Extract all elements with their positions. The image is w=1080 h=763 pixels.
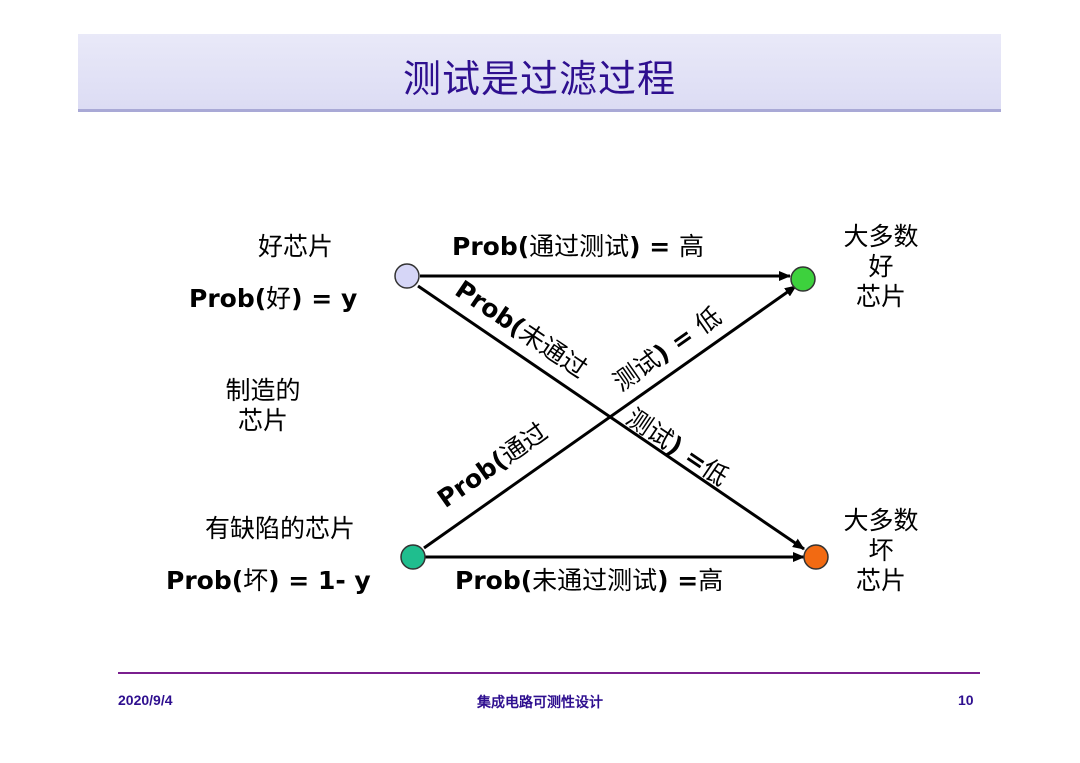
node-bad-chip bbox=[400, 544, 426, 570]
edge-bad-to-good bbox=[423, 284, 797, 550]
title-band: 测试是过滤过程 bbox=[78, 34, 1001, 112]
good-chip-label: 好芯片 bbox=[258, 232, 334, 261]
edge-label-pass-high: Prob(通过测试) = 高 bbox=[452, 232, 704, 261]
manufactured-chips-label: 制造的 芯片 bbox=[225, 376, 301, 435]
mostly-bad-chips-label: 大多数 坏 芯片 bbox=[843, 506, 919, 595]
good-chip-prob: Prob(好) = y bbox=[189, 284, 358, 313]
node-good-chip bbox=[394, 263, 420, 289]
bad-chip-prob: Prob(坏) = 1- y bbox=[166, 566, 371, 595]
mostly-good-chips-label: 大多数 好 芯片 bbox=[843, 222, 919, 311]
footer-divider bbox=[118, 672, 980, 674]
edge-label-fail-high: Prob(未通过测试) =高 bbox=[455, 566, 724, 595]
node-mostly-good bbox=[790, 266, 816, 292]
node-mostly-bad bbox=[803, 544, 829, 570]
bad-chip-label: 有缺陷的芯片 bbox=[205, 514, 356, 543]
footer-page-number: 10 bbox=[958, 692, 974, 708]
slide-title: 测试是过滤过程 bbox=[402, 57, 676, 101]
footer-date: 2020/9/4 bbox=[118, 692, 173, 708]
footer-course-name: 集成电路可测性设计 bbox=[477, 694, 603, 710]
